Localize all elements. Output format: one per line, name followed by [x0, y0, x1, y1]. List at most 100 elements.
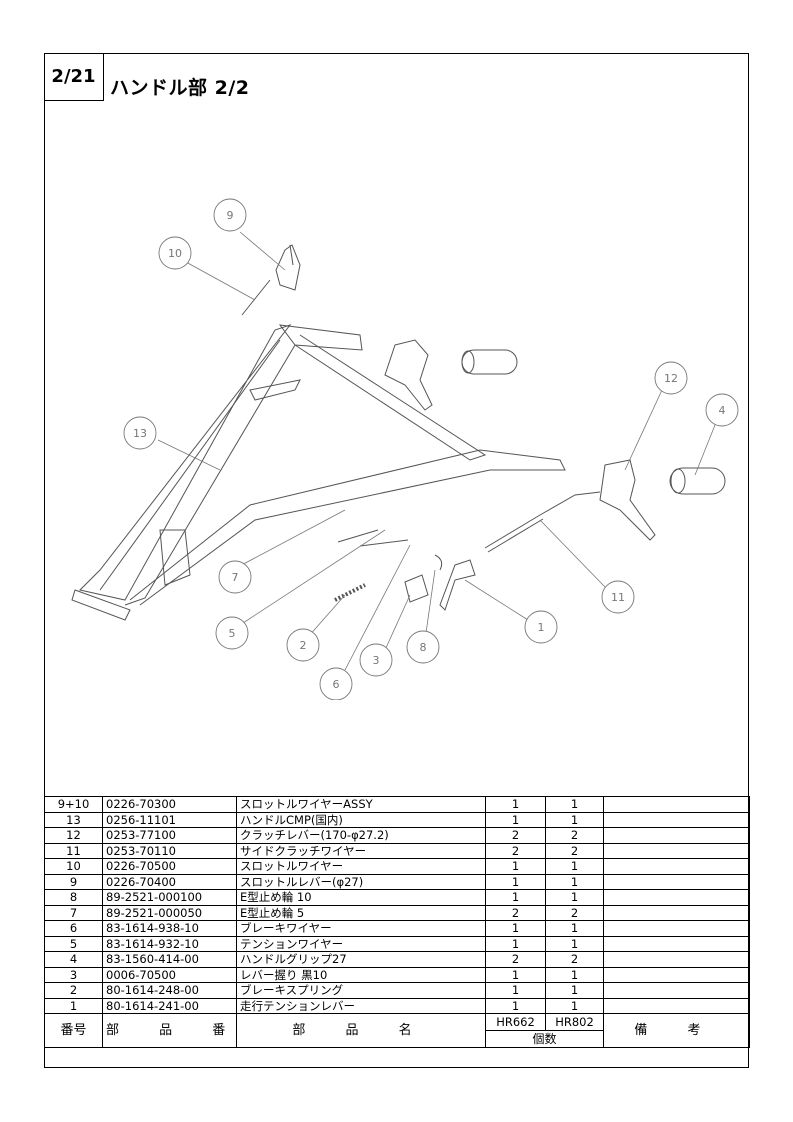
cell-remarks [603, 842, 750, 859]
cell-name: 走行テンションレバー [236, 997, 486, 1014]
cell-name: ハンドルCMP(国内) [236, 811, 486, 828]
cell-q2: 1 [545, 873, 604, 890]
cell-no: 13 [44, 811, 103, 828]
cell-name: レバー握り 黒10 [236, 966, 486, 983]
callout-7-label: 7 [232, 571, 239, 584]
cell-q1: 2 [485, 827, 546, 844]
callout-10 [158, 236, 192, 270]
header-part-no: 部 品 番 号 [102, 1013, 237, 1048]
cell-q1: 1 [485, 873, 546, 890]
callout-12-label: 12 [664, 372, 678, 385]
cell-part-no: 0006-70500 [102, 966, 237, 983]
callout-12 [654, 361, 688, 395]
callout-7 [218, 560, 252, 594]
cell-name: クラッチレバー(170-φ27.2) [236, 827, 486, 844]
callout-6 [319, 667, 353, 700]
cell-no: 6 [44, 920, 103, 937]
table-header-row-1: 番号 部 品 番 号 部 品 名 HR662 HR802 備 考 [44, 1013, 750, 1048]
cell-remarks [603, 951, 750, 968]
cell-q1: 1 [485, 982, 546, 999]
leader-lines [157, 231, 718, 671]
cell-remarks [603, 997, 750, 1014]
cell-part-no: 0253-77100 [102, 827, 237, 844]
callout-4-label: 4 [719, 404, 726, 417]
callout-3-label: 3 [373, 654, 380, 667]
cell-q1: 1 [485, 935, 546, 952]
cell-name: スロットルワイヤーASSY [236, 796, 486, 813]
callout-5 [215, 616, 249, 650]
cell-no: 8 [44, 889, 103, 906]
cell-q1: 1 [485, 997, 546, 1014]
cell-no: 2 [44, 982, 103, 999]
callout-numbers: 1 2 3 4 5 6 7 8 9 10 11 12 13 [133, 209, 726, 691]
cell-remarks [603, 811, 750, 828]
header-remarks: 備 考 [603, 1013, 750, 1048]
callout-2-label: 2 [300, 639, 307, 652]
cell-q2: 2 [545, 904, 604, 921]
cell-part-no: 83-1614-938-10 [102, 920, 237, 937]
cell-part-no: 0226-70300 [102, 796, 237, 813]
page-title: ハンドル部 2/2 [110, 77, 250, 99]
cell-no: 9 [44, 873, 103, 890]
header-qty: 個数 [485, 1030, 604, 1048]
cell-part-no: 89-2521-000050 [102, 904, 237, 921]
cell-q2: 1 [545, 858, 604, 875]
cell-q2: 1 [545, 935, 604, 952]
page-number: 2/21 [44, 53, 104, 101]
cell-no: 1 [44, 997, 103, 1014]
cell-name: テンションワイヤー [236, 935, 486, 952]
cell-part-no: 80-1614-241-00 [102, 997, 237, 1014]
callout-6-label: 6 [333, 678, 340, 691]
cell-name: ハンドルグリップ27 [236, 951, 486, 968]
exploded-view-drawing [71, 244, 726, 621]
cell-remarks [603, 935, 750, 952]
callout-11-label: 11 [611, 591, 625, 604]
callout-11 [601, 580, 635, 614]
cell-remarks [603, 920, 750, 937]
callout-1 [524, 610, 558, 644]
callout-9 [213, 198, 247, 232]
cell-remarks [603, 966, 750, 983]
page-frame [44, 53, 749, 1068]
cell-remarks [603, 858, 750, 875]
table-header-row-2: 個数 [45, 1030, 750, 1048]
cell-part-no: 83-1614-932-10 [102, 935, 237, 952]
callout-4 [705, 393, 739, 427]
cell-q1: 1 [485, 920, 546, 937]
cell-name: サイドクラッチワイヤー [236, 842, 486, 859]
cell-remarks [603, 873, 750, 890]
callout-bubbles [123, 198, 739, 700]
cell-remarks [603, 982, 750, 999]
cell-remarks [603, 796, 750, 813]
callout-8-label: 8 [420, 641, 427, 654]
cell-name: E型止め輪 5 [236, 904, 486, 921]
cell-part-no: 83-1560-414-00 [102, 951, 237, 968]
header-model-hr662: HR662 [485, 1013, 546, 1031]
cell-no: 7 [44, 904, 103, 921]
cell-q2: 2 [545, 827, 604, 844]
header-part-name: 部 品 名 [236, 1013, 486, 1048]
cell-q2: 1 [545, 889, 604, 906]
cell-no: 5 [44, 935, 103, 952]
cell-name: スロットルワイヤー [236, 858, 486, 875]
cell-no: 11 [44, 842, 103, 859]
callout-5-label: 5 [229, 627, 236, 640]
cell-remarks [603, 889, 750, 906]
cell-no: 3 [44, 966, 103, 983]
callout-13 [123, 416, 157, 450]
cell-q1: 2 [485, 951, 546, 968]
callout-1-label: 1 [538, 621, 545, 634]
callout-9-label: 9 [227, 209, 234, 222]
